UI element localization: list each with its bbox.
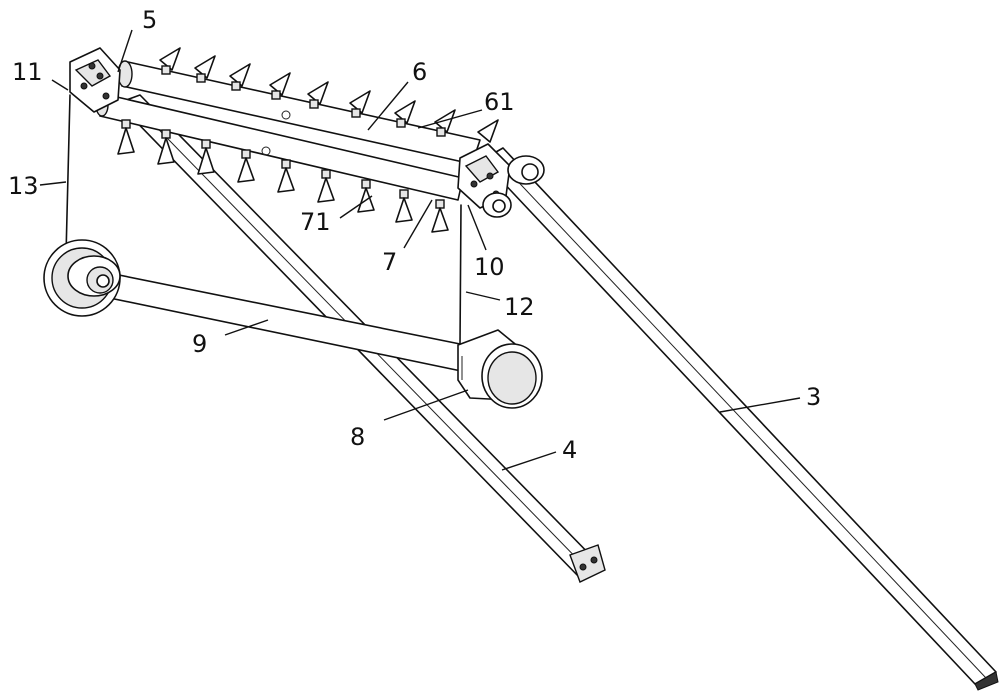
label-3: 3 <box>806 383 821 411</box>
drive-shaft-9 <box>100 272 470 372</box>
winding-reel <box>44 240 120 316</box>
label-61: 61 <box>484 88 515 116</box>
label-8: 8 <box>350 423 365 451</box>
label-12: 12 <box>504 293 535 321</box>
label-4: 4 <box>562 436 577 464</box>
label-71: 71 <box>300 208 331 236</box>
label-6: 6 <box>412 58 427 86</box>
label-9: 9 <box>192 330 207 358</box>
label-7: 7 <box>382 248 397 276</box>
motor-8 <box>458 330 542 408</box>
rope-12 <box>460 205 461 345</box>
rope-13 <box>66 95 70 255</box>
label-11: 11 <box>12 58 43 86</box>
label-13: 13 <box>8 172 39 200</box>
left-bracket-11 <box>70 48 120 112</box>
support-leg-3 <box>482 148 998 690</box>
label-10: 10 <box>474 253 505 281</box>
label-5: 5 <box>142 6 157 34</box>
